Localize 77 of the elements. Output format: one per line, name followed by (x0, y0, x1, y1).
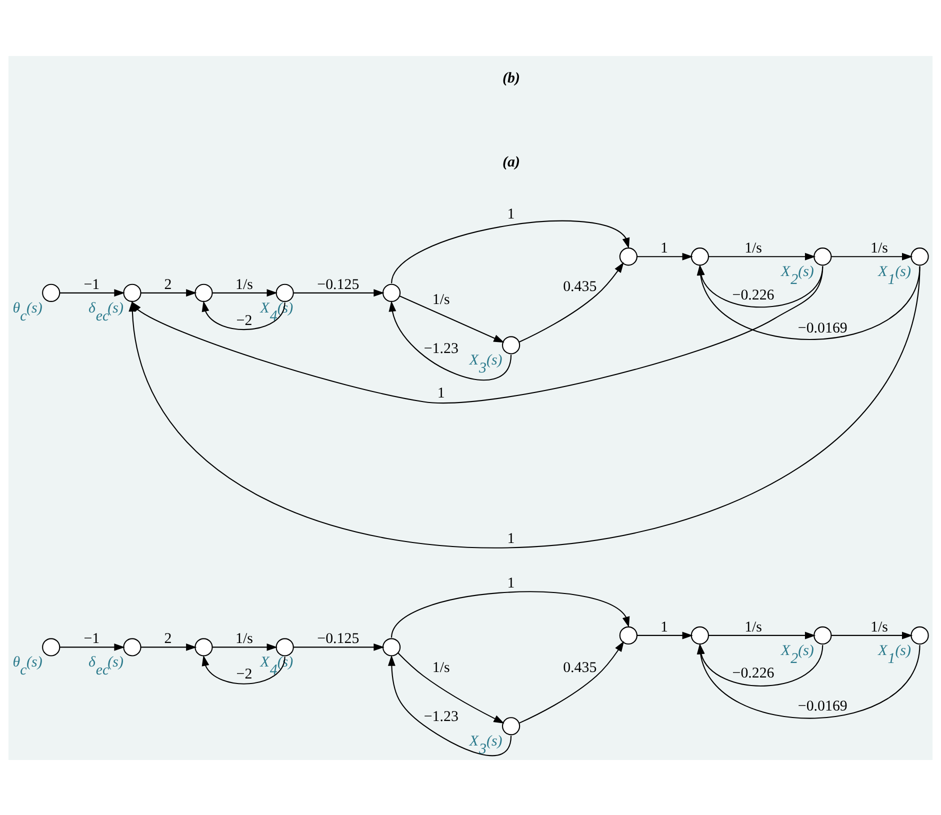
edge-label: 1 (437, 385, 445, 402)
node-circle (42, 283, 60, 302)
node-circle (123, 283, 142, 302)
arrow (637, 252, 693, 260)
arrow (293, 642, 384, 650)
edge-label: 1/s (432, 291, 450, 308)
edge-label: 1/s (744, 240, 762, 256)
edge-label: 1/s (236, 276, 253, 292)
arrow (60, 642, 125, 650)
node-circle (42, 638, 60, 656)
arrow (708, 631, 816, 639)
label: (a) (502, 154, 520, 170)
edge-label: 1 (507, 575, 515, 592)
arrow (202, 654, 286, 684)
edge-label: 1 (507, 206, 515, 222)
arrow (293, 288, 384, 296)
edge-label: −1 (84, 630, 100, 647)
edge-label: −0.0169 (798, 320, 848, 336)
arrow (519, 262, 624, 342)
node-circle (276, 283, 294, 302)
edge-label: −1.23 (424, 708, 458, 725)
edge-label: 2 (164, 630, 172, 647)
node-circle (194, 638, 213, 656)
arrow (398, 652, 504, 723)
node-circle (276, 638, 294, 656)
arrow (708, 252, 816, 260)
arrow (140, 642, 197, 650)
edge-label: 1 (660, 240, 668, 256)
edge-label: 1 (507, 530, 515, 546)
arrow (399, 295, 504, 342)
arrow (391, 220, 630, 283)
arrow (637, 631, 693, 639)
arrow (212, 642, 278, 650)
edge-label: 1/s (236, 630, 253, 647)
label: (b) (502, 70, 520, 86)
node-circle (910, 247, 929, 266)
node-circle (502, 336, 520, 354)
edge-label: −2 (236, 312, 252, 329)
node-circle (502, 716, 520, 735)
edge-label: 0.435 (563, 278, 597, 294)
edge-label: −0.125 (317, 630, 360, 647)
arrow (212, 288, 278, 296)
edge-label: 1/s (432, 659, 450, 676)
edge-label: 1/s (744, 618, 762, 635)
arrow (60, 288, 125, 296)
edge-label: 1/s (870, 618, 888, 635)
arrow (388, 300, 512, 380)
node-circle (690, 247, 709, 266)
edge-label: −0.226 (732, 287, 774, 304)
arrow (388, 654, 512, 756)
edge-label: −1.23 (424, 340, 458, 356)
edge-label: 0.435 (563, 659, 597, 676)
node-circle (619, 626, 638, 644)
arrow (140, 288, 197, 296)
arrow (519, 640, 624, 724)
node-circle (910, 626, 929, 644)
arrow (391, 590, 630, 638)
arrow (128, 266, 920, 547)
edge-label: −2 (236, 666, 252, 682)
node-circle (123, 638, 142, 656)
arrow (832, 252, 913, 260)
arrow (832, 631, 913, 639)
arrow (202, 300, 286, 330)
edge-label: −0.226 (732, 664, 774, 681)
node-circle (814, 247, 832, 266)
node-circle (814, 626, 832, 644)
edge-label: −1 (84, 276, 100, 292)
edge-label: 1/s (870, 240, 888, 256)
node-circle (690, 626, 709, 644)
node-circle (382, 638, 401, 656)
edge-label: 1 (660, 618, 668, 635)
edge-label: 2 (164, 276, 172, 292)
node-circle (619, 247, 638, 266)
node-circle (382, 283, 401, 302)
edge-label: −0.0169 (798, 698, 848, 714)
edge-label: −0.125 (317, 276, 360, 292)
node-circle (194, 283, 213, 302)
